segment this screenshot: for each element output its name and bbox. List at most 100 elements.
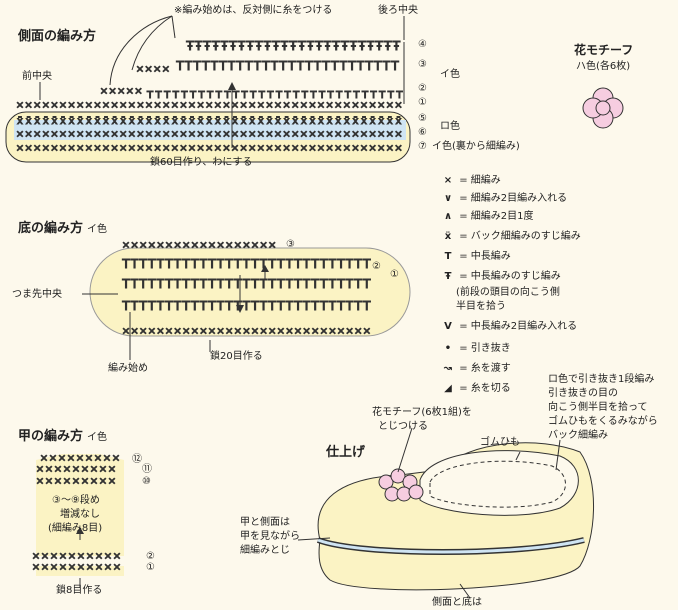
side-sc-stitch: ×: [214, 129, 222, 140]
instep-sc-stitch: ×: [36, 476, 44, 487]
bottom-sc-stitch: ×: [354, 326, 362, 337]
side-sc-stitch: ×: [291, 143, 299, 154]
bottom-sc-stitch: ×: [259, 326, 267, 337]
side-sc-stitch: ×: [117, 86, 125, 97]
instep-sc-stitch: ×: [50, 551, 58, 562]
side-hdc-blo-stitch: Ŧ: [185, 39, 194, 53]
side-title: 側面の編み方: [18, 29, 97, 44]
side-sc-stitch: ×: [128, 100, 136, 111]
bottom-sc-stitch: ×: [191, 240, 199, 251]
side-hdc-stitch: T: [172, 90, 180, 101]
side-hdc-stitch: T: [352, 90, 360, 101]
bottom-hdc-stitch: T: [319, 299, 328, 313]
side-hdc-blo-stitch: Ŧ: [349, 39, 358, 53]
bottom-hdc-stitch: T: [250, 299, 259, 313]
instep-chain-band: [36, 566, 124, 576]
side-sc-stitch: ×: [196, 129, 204, 140]
bottom-hdc-stitch: T: [207, 277, 216, 291]
bottom-hdc-stitch: T: [190, 299, 199, 313]
side-hdc-blo-stitch: Ŧ: [246, 39, 255, 53]
front-center-label: 前中央: [22, 71, 52, 82]
side-sc-stitch: ×: [282, 100, 290, 111]
side-sc-stitch: ×: [85, 100, 93, 111]
side-hdc-stitch: T: [296, 59, 305, 73]
side-sc-stitch: ×: [377, 143, 385, 154]
side-hdc-stitch: T: [370, 90, 378, 101]
side-sc-stitch: ×: [377, 129, 385, 140]
legend-item-hdc-inc: V = 中長編み2目編み入れる: [444, 321, 578, 332]
bottom-row-2: ②: [372, 261, 381, 272]
side-sc-stitch: ×: [108, 86, 116, 97]
side-hdc-stitch: T: [175, 59, 184, 73]
side-row-4: ④: [418, 39, 427, 50]
bottom-sc-stitch: ×: [268, 326, 276, 337]
bottom-hdc-stitch: T: [121, 299, 130, 313]
bottom-sc-stitch: ×: [294, 326, 302, 337]
instep-sc-stitch: ×: [72, 464, 80, 475]
side-diagram: ××××××××××××××××××××××××××××××××××××××××…: [5, 15, 411, 163]
bottom-hdc-stitch: T: [362, 277, 371, 291]
finish-kou-note-1: 甲と側面は: [240, 517, 290, 528]
side-sc-stitch: ×: [188, 143, 196, 154]
bottom-sc-stitch: ×: [148, 240, 156, 251]
side-hdc-blo-stitch: Ŧ: [332, 39, 341, 53]
side-sc-stitch: ×: [265, 143, 273, 154]
bottom-sc-stitch: ×: [156, 326, 164, 337]
bottom-hdc-stitch: T: [199, 257, 208, 271]
bottom-hdc-stitch: T: [139, 299, 148, 313]
side-hdc-stitch: T: [227, 59, 236, 73]
bottom-sc-stitch: ×: [173, 326, 181, 337]
side-sc-stitch: ×: [119, 143, 127, 154]
bottom-sc-stitch: ×: [242, 326, 250, 337]
bottom-hdc-stitch: T: [276, 277, 285, 291]
side-back-sc-stitch: ẍ: [26, 116, 32, 127]
side-sc-stitch: ×: [394, 129, 402, 140]
instep-sc-stitch: ×: [112, 453, 120, 464]
side-back-sc-stitch: ẍ: [120, 116, 126, 127]
bottom-hdc-stitch: T: [328, 299, 337, 313]
side-hdc-stitch: T: [339, 59, 348, 73]
side-back-sc-stitch: ẍ: [215, 116, 221, 127]
side-sc-stitch: ×: [334, 143, 342, 154]
instep-sc-stitch: ×: [95, 551, 103, 562]
instep-sc-stitch: ×: [103, 453, 111, 464]
bottom-hdc-stitch: T: [250, 277, 259, 291]
side-hdc-blo-stitch: Ŧ: [323, 39, 332, 53]
side-sc-stitch: ×: [102, 129, 110, 140]
side-hdc-blo-stitch: Ŧ: [254, 39, 263, 53]
side-sc-stitch: ×: [33, 143, 41, 154]
side-hdc-blo-stitch: Ŧ: [194, 39, 203, 53]
side-hdc-blo-stitch: Ŧ: [237, 39, 246, 53]
instep-center-1: ③～⑨段め: [52, 495, 100, 506]
side-hdc-stitch: T: [218, 59, 227, 73]
side-hdc-blo-stitch: Ŧ: [357, 39, 366, 53]
side-sc-stitch: ×: [59, 129, 67, 140]
side-sc-stitch: ×: [76, 100, 84, 111]
finish-elastic: ゴムひも: [480, 437, 520, 448]
side-hdc-stitch: T: [146, 90, 154, 101]
side-hdc-stitch: T: [347, 59, 356, 73]
side-arrow-head: [228, 82, 236, 90]
side-back-sc-stitch: ẍ: [241, 116, 247, 127]
finish-title: 仕上げ: [326, 445, 366, 460]
side-sc-stitch: ×: [257, 143, 265, 154]
side-sc-stitch: ×: [67, 143, 75, 154]
bottom-hdc-stitch: T: [225, 277, 234, 291]
bottom-sc-stitch: ×: [311, 326, 319, 337]
bottom-hdc-stitch: T: [216, 299, 225, 313]
side-back-sc-stitch: ẍ: [378, 116, 384, 127]
side-sc-stitch: ×: [360, 143, 368, 154]
side-sc-stitch: ×: [134, 86, 142, 97]
side-back-sc-stitch: ẍ: [198, 116, 204, 127]
note-leader-1: [109, 15, 173, 86]
instep-sc-stitch: ×: [108, 464, 116, 475]
flower-motif: [582, 87, 624, 129]
side-hdc-stitch: T: [390, 59, 399, 73]
instep-sc-stitch: ×: [81, 464, 89, 475]
side-sc-stitch: ×: [386, 143, 394, 154]
side-back-sc-stitch: ẍ: [51, 116, 57, 127]
side-hdc-stitch: T: [275, 90, 283, 101]
side-sc-stitch: ×: [343, 129, 351, 140]
